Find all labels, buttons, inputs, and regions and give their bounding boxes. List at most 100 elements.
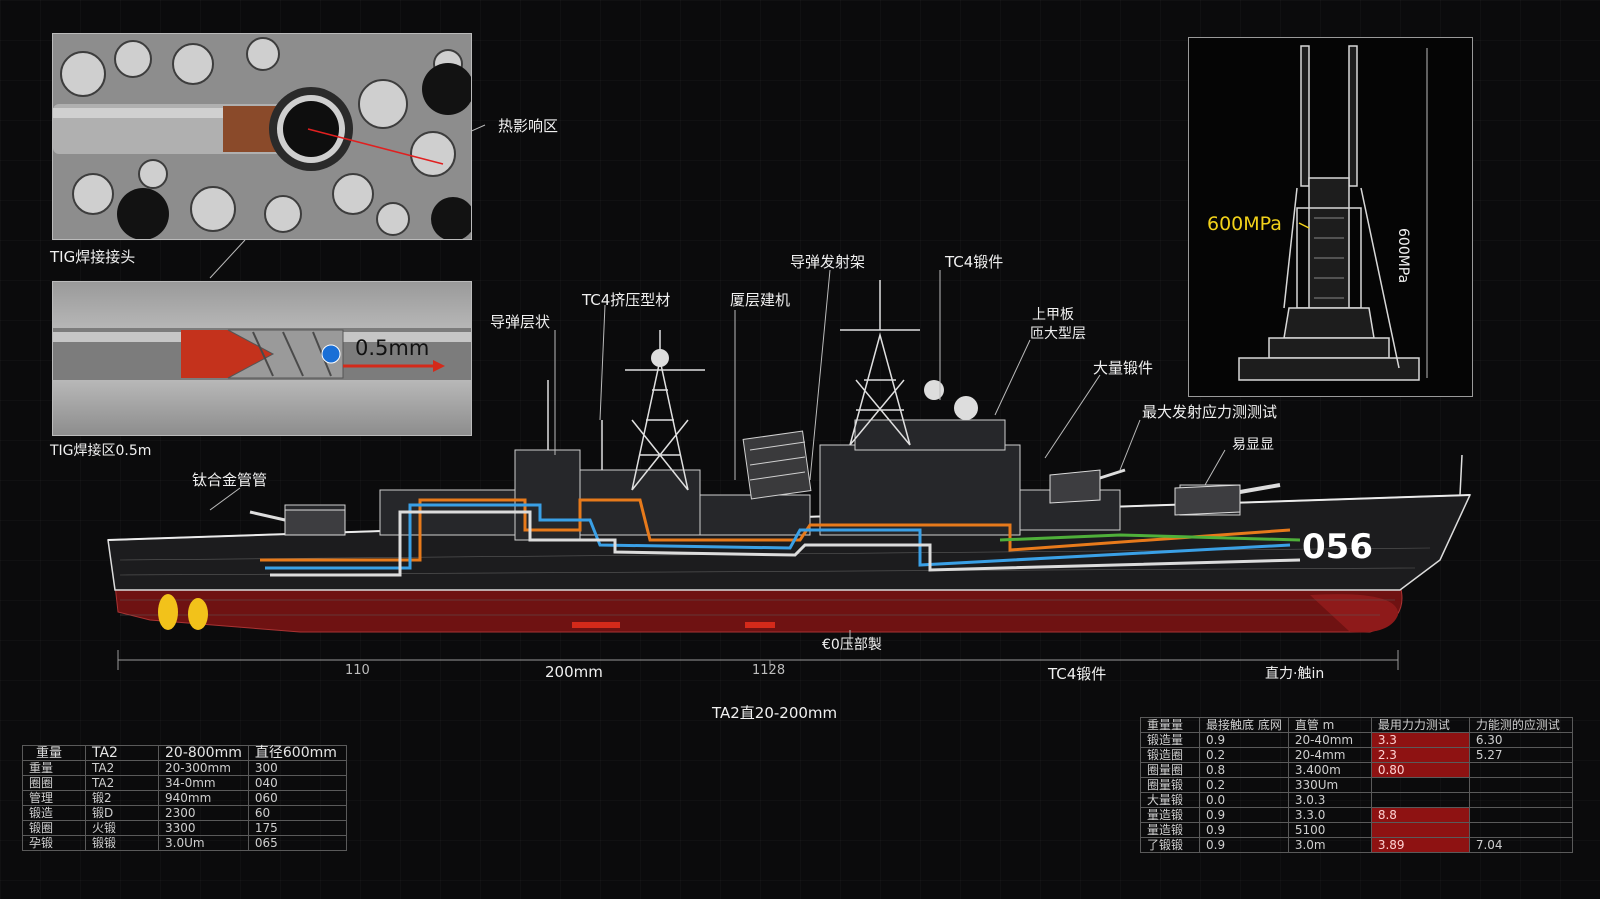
table-cell: 20-4mm <box>1287 747 1372 763</box>
table-cell: 3.3 <box>1370 732 1470 748</box>
piping-system <box>260 498 1301 577</box>
table-cell: 3300 <box>158 820 249 836</box>
misc-label: 易显显 <box>1232 437 1274 453</box>
table-cell: 065 <box>247 835 347 851</box>
table-cell: 锻造 <box>22 805 86 821</box>
upper-layer-label-2: 匝大型层 <box>1030 326 1086 342</box>
table-header-cell <box>22 745 86 761</box>
pipe-spec-label: TA2直20-200mm <box>712 704 838 722</box>
bottom-section-label: €0压部製 <box>822 637 882 653</box>
table-cell <box>1468 777 1573 793</box>
table-cell: 175 <box>247 820 347 836</box>
table-cell: 6.30 <box>1468 732 1573 748</box>
pipe-label: 钛合金管管 <box>192 471 268 489</box>
table-cell: 3.0.3 <box>1287 792 1372 808</box>
radar-dome-1 <box>651 349 669 367</box>
hull-number: 056 <box>1302 527 1373 567</box>
table-cell: 圈量圈 <box>1140 762 1200 778</box>
table-cell: 重量 <box>22 760 86 776</box>
table-cell: 量造锻 <box>1140 807 1200 823</box>
launcher-height-label: 600MPa <box>1395 228 1411 284</box>
upper-layer-label-1: 上甲板 <box>1032 307 1074 323</box>
table-cell: 3.400m <box>1287 762 1372 778</box>
table-cell: 0.8 <box>1199 762 1289 778</box>
table-cell: 圈量锻 <box>1140 777 1200 793</box>
table-cell: 3.0m <box>1287 837 1372 853</box>
table-cell <box>1468 822 1573 838</box>
table-cell: 0.9 <box>1199 732 1289 748</box>
leader-lines <box>209 124 1226 645</box>
table-cell: 管理 <box>22 790 86 806</box>
table-header-cell: 最接触底 底网 <box>1199 717 1289 733</box>
max-stress-test-label: 最大发射应力测测试 <box>1142 403 1278 421</box>
tig-joint-label: TIG焊接接头 <box>50 248 136 266</box>
table-cell <box>1370 822 1470 838</box>
superstructure-label: 厦层建机 <box>730 291 791 309</box>
bulbous-bow <box>1310 594 1399 633</box>
dim-label-5: 直力·触in <box>1265 666 1325 682</box>
table-header-cell: 最用力力测试 <box>1370 717 1470 733</box>
table-header-cell: 直径600mm <box>247 745 347 761</box>
table-cell: 940mm <box>158 790 249 806</box>
table-cell: 锻造量 <box>1140 732 1200 748</box>
hull-mark-1 <box>572 622 620 628</box>
table-cell <box>1370 777 1470 793</box>
table-header-row: 重量量 最接触底 底网 直管 m 最用力力测试 力能测的应测试 <box>1140 717 1573 733</box>
table-header-cell: 20-800mm <box>158 745 249 761</box>
table-cell: 0.9 <box>1199 822 1289 838</box>
hull-mark-2 <box>745 622 775 628</box>
dim-label-3: 1128 <box>752 663 786 678</box>
table-cell: 大量锻 <box>1140 792 1200 808</box>
table-cell: 20-40mm <box>1287 732 1372 748</box>
table-cell: 040 <box>247 775 347 791</box>
table-header-cell: TA2 <box>85 745 159 761</box>
missile-layer-label: 导弹层状 <box>490 313 551 331</box>
dimension-line <box>117 650 1399 670</box>
launcher-detail-panel: 600MPa 600MPa <box>1188 37 1473 397</box>
weld-zone-label: TIG焊接区0.5m <box>50 443 152 459</box>
dim-label-1: 110 <box>345 663 370 678</box>
table-cell <box>1468 807 1573 823</box>
table-cell: 锻D <box>85 805 159 821</box>
table-cell: 5100 <box>1287 822 1372 838</box>
table-cell: 0.80 <box>1370 762 1470 778</box>
radar-dome-3 <box>954 396 978 420</box>
table-cell: 3.89 <box>1370 837 1470 853</box>
table-cell <box>1370 792 1470 808</box>
dim-label-4: TC4锻件 <box>1048 665 1107 683</box>
table-cell: 330Um <box>1287 777 1372 793</box>
gun-turrets <box>249 468 1281 536</box>
table-cell: 了锻锻 <box>1140 837 1200 853</box>
table-cell: 2.3 <box>1370 747 1470 763</box>
table-cell: 锻造圈 <box>1140 747 1200 763</box>
table-cell: 锻2 <box>85 790 159 806</box>
table-cell: 火锻 <box>85 820 159 836</box>
table-cell: 孕锻 <box>22 835 86 851</box>
table-cell: 0.9 <box>1199 837 1289 853</box>
tc4-forging-top-label: TC4锻件 <box>945 253 1004 271</box>
table-cell: 3.0Um <box>158 835 249 851</box>
large-forging-label: 大量锻件 <box>1093 359 1154 377</box>
missile-launcher-box <box>742 430 812 500</box>
table-cell: 0.9 <box>1199 807 1289 823</box>
table-cell: 8.8 <box>1370 807 1470 823</box>
table-cell: 5.27 <box>1468 747 1573 763</box>
radar-dome-2 <box>924 380 944 400</box>
propeller-icon <box>158 594 208 630</box>
table-cell: 060 <box>247 790 347 806</box>
table-cell: 3.3.0 <box>1287 807 1372 823</box>
table-cell: TA2 <box>85 760 159 776</box>
haz-label: 热影响区 <box>498 117 559 135</box>
